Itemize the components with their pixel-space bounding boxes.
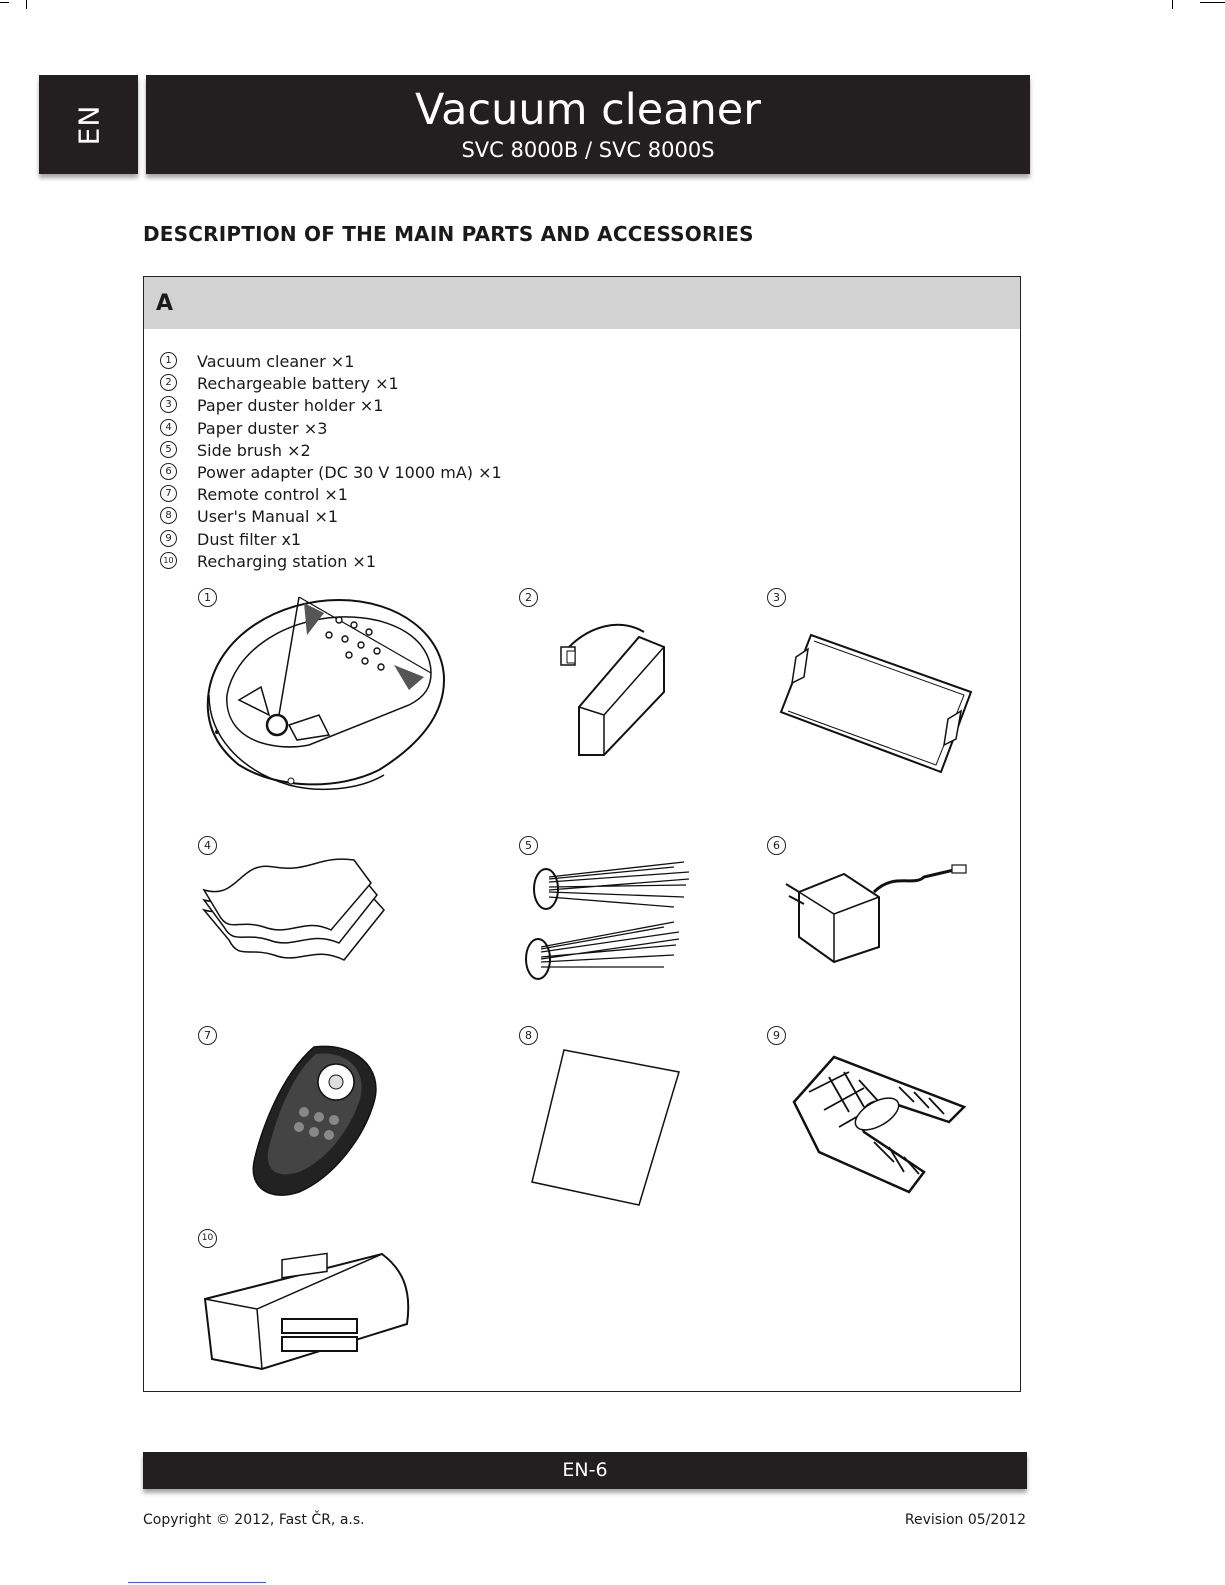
crop-mark — [0, 2, 9, 3]
item-text: Vacuum cleaner ×1 — [197, 352, 355, 371]
box-label: A — [156, 291, 174, 316]
power-adapter-illustration — [785, 864, 967, 964]
users-manual-illustration — [531, 1049, 680, 1206]
figure-number: 3 — [767, 588, 786, 607]
item-text: Power adapter (DC 30 V 1000 mA) ×1 — [197, 462, 502, 482]
recharging-station-illustration — [203, 1252, 410, 1371]
parts-box: A 1 Vacuum cleaner ×1 2 Rechargeable batte… — [143, 276, 1021, 1392]
item-text: Recharging station ×1 — [197, 551, 376, 571]
box-header: A — [144, 277, 1020, 329]
figure-number: 7 — [198, 1026, 217, 1045]
item-number: 3 — [160, 396, 177, 414]
item-number: 6 — [160, 462, 177, 480]
parts-list: 1 Vacuum cleaner ×1 2 Rechargeable battery… — [160, 351, 502, 573]
item-number: 4 — [160, 418, 177, 436]
list-item: 5 Side brush ×2 — [160, 440, 502, 462]
duster-holder-illustration — [779, 633, 973, 774]
item-number: 7 — [160, 485, 177, 503]
item-text: Paper duster ×3 — [197, 418, 328, 438]
item-text: User's Manual ×1 — [197, 507, 339, 527]
list-item: 4 Paper duster ×3 — [160, 418, 502, 440]
page-number-bar: EN-6 — [143, 1452, 1027, 1489]
section-heading: DESCRIPTION OF THE MAIN PARTS AND ACCESS… — [143, 222, 754, 246]
crop-mark — [1200, 2, 1225, 3]
figure-number: 4 — [198, 836, 217, 855]
list-item: 9 Dust filter x1 — [160, 529, 502, 551]
item-text: Dust filter x1 — [197, 529, 302, 549]
figure-number: 5 — [519, 836, 538, 855]
list-item: 2 Rechargeable battery ×1 — [160, 373, 502, 395]
copyright-text: Copyright © 2012, Fast ČR, a.s. — [143, 1512, 365, 1528]
language-label: EN — [72, 104, 105, 145]
item-number: 10 — [160, 551, 177, 569]
figure-number: 1 — [198, 588, 217, 607]
page-number: EN-6 — [562, 1459, 608, 1481]
model-subtitle: SVC 8000B / SVC 8000S — [461, 138, 715, 162]
remote-control-illustration — [252, 1045, 377, 1196]
item-number: 5 — [160, 440, 177, 458]
figure-number: 2 — [519, 588, 538, 607]
dust-filter-illustration — [792, 1055, 967, 1194]
side-brush-illustration — [525, 861, 690, 980]
item-number: 8 — [160, 507, 177, 525]
vacuum-cleaner-illustration — [206, 596, 446, 791]
list-item: 7 Remote control ×1 — [160, 484, 502, 506]
item-number: 1 — [160, 352, 177, 369]
revision-text: Revision 05/2012 — [904, 1512, 1026, 1528]
link-underline — [128, 1582, 266, 1583]
language-tab: EN — [39, 75, 138, 174]
list-item: 1 Vacuum cleaner ×1 — [160, 351, 502, 373]
item-text: Remote control ×1 — [197, 485, 348, 505]
figure-number: 10 — [198, 1229, 217, 1248]
item-number: 2 — [160, 374, 177, 392]
battery-illustration — [560, 623, 665, 756]
item-text: Rechargeable battery ×1 — [197, 374, 399, 394]
list-item: 8 User's Manual ×1 — [160, 506, 502, 528]
item-text: Side brush ×2 — [197, 440, 311, 460]
crop-mark — [1172, 0, 1173, 9]
list-item: 10 Recharging station ×1 — [160, 551, 502, 573]
figure-number: 8 — [519, 1026, 538, 1045]
crop-mark — [26, 0, 27, 9]
page-title: Vacuum cleaner — [415, 85, 761, 135]
paper-duster-illustration — [201, 858, 385, 961]
list-item: 6 Power adapter (DC 30 V 1000 mA) ×1 — [160, 462, 502, 484]
item-number: 9 — [160, 529, 177, 547]
figure-number: 9 — [767, 1026, 786, 1045]
item-text: Paper duster holder ×1 — [197, 396, 384, 416]
title-bar: Vacuum cleaner SVC 8000B / SVC 8000S — [146, 75, 1030, 174]
list-item: 3 Paper duster holder ×1 — [160, 395, 502, 417]
figure-number: 6 — [767, 836, 786, 855]
